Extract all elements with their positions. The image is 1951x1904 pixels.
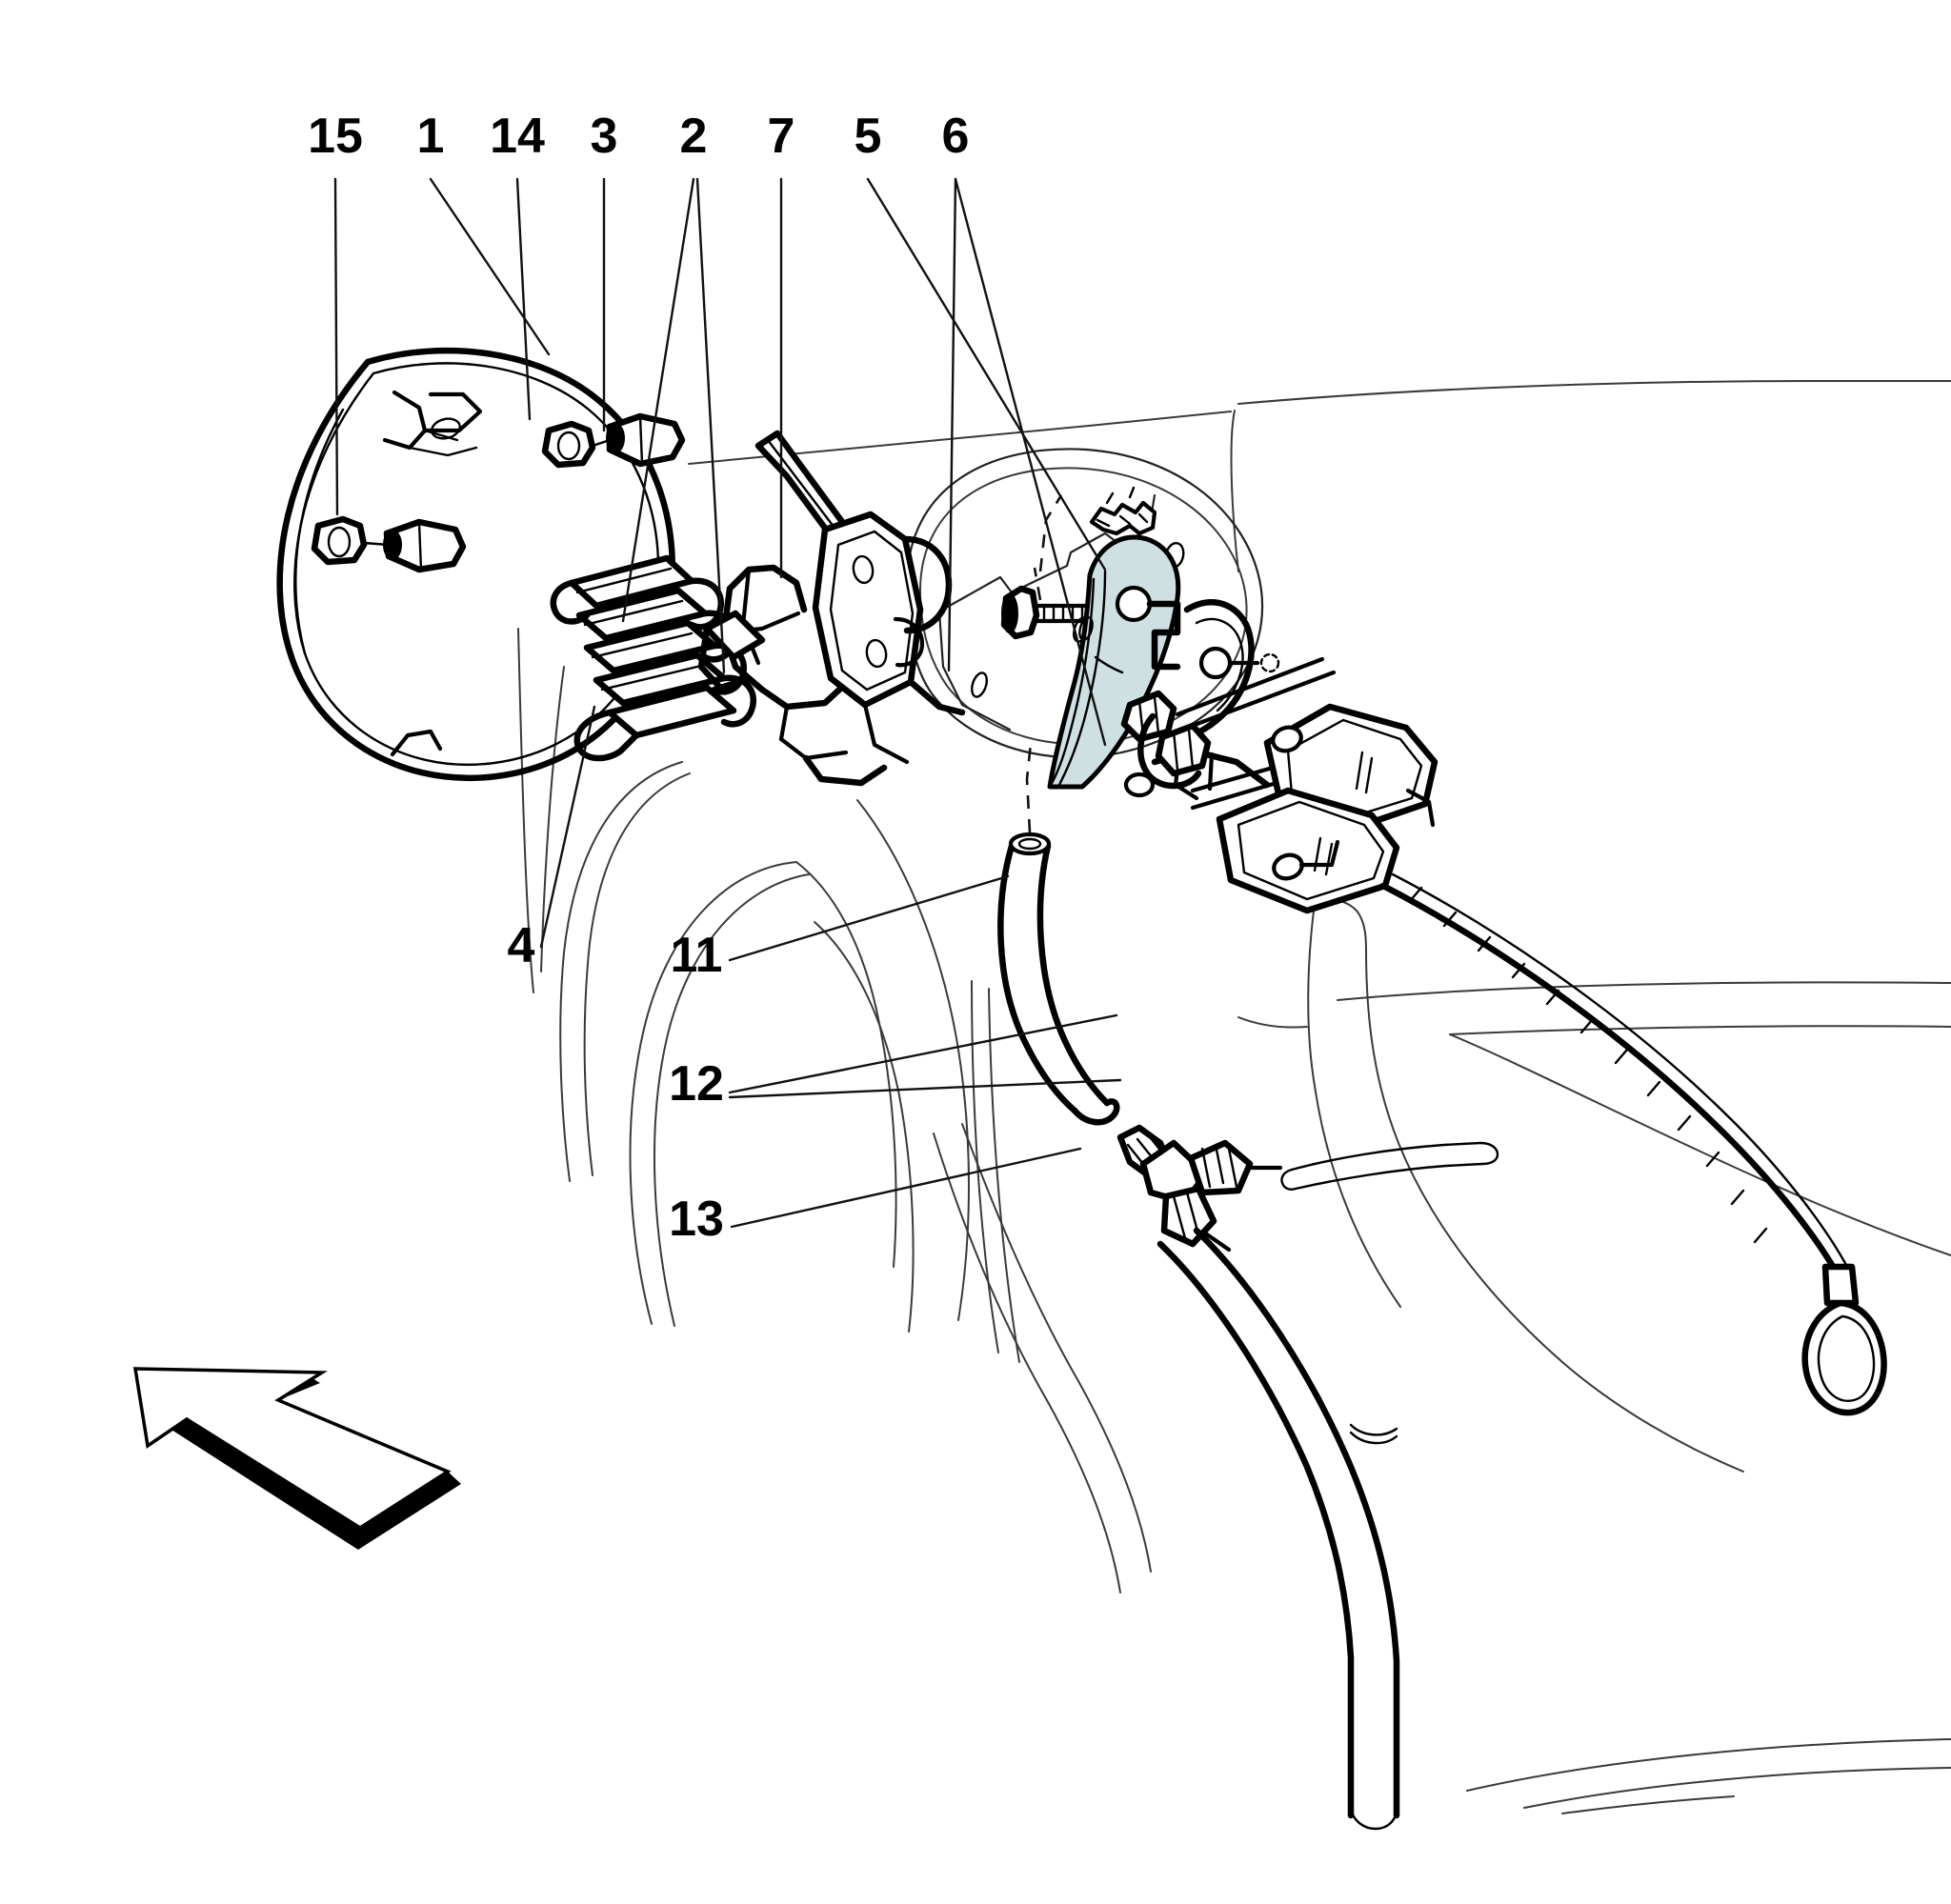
fuel-filler-door-panel: [276, 347, 675, 782]
door-stud-pin-lower: [311, 515, 467, 573]
callout-label-6: 6: [942, 109, 970, 164]
hose-tee-connector: [1116, 1124, 1499, 1253]
callout-label-2: 2: [680, 109, 708, 164]
drain-hose-lower: [1157, 1227, 1400, 1831]
latch-spring-clip: [1089, 486, 1157, 536]
callout-label-4: 4: [508, 918, 535, 973]
callout-label-11: 11: [671, 928, 723, 983]
lock-actuator: [1120, 599, 1887, 1416]
door-spring: [550, 554, 756, 762]
drain-hose-upper: [997, 742, 1120, 1126]
actuator-bushings: [1120, 690, 1212, 798]
vehicle-body-outline: [517, 380, 1951, 1814]
callout-label-14: 14: [490, 109, 545, 164]
callout-leader-lines: [333, 177, 1122, 1229]
callout-label-3: 3: [591, 109, 618, 164]
latch-retaining-screw: [1000, 494, 1130, 640]
callout-label-5: 5: [855, 109, 882, 164]
hinge-bracket: [697, 511, 966, 787]
callout-label-7: 7: [768, 109, 795, 164]
callout-label-12: 12: [669, 1056, 724, 1112]
direction-of-travel-arrow: [132, 1367, 461, 1550]
callout-label-15: 15: [308, 109, 363, 164]
callout-label-13: 13: [669, 1192, 724, 1247]
callout-label-1: 1: [417, 109, 445, 164]
door-stud-pin-upper: [541, 412, 686, 469]
